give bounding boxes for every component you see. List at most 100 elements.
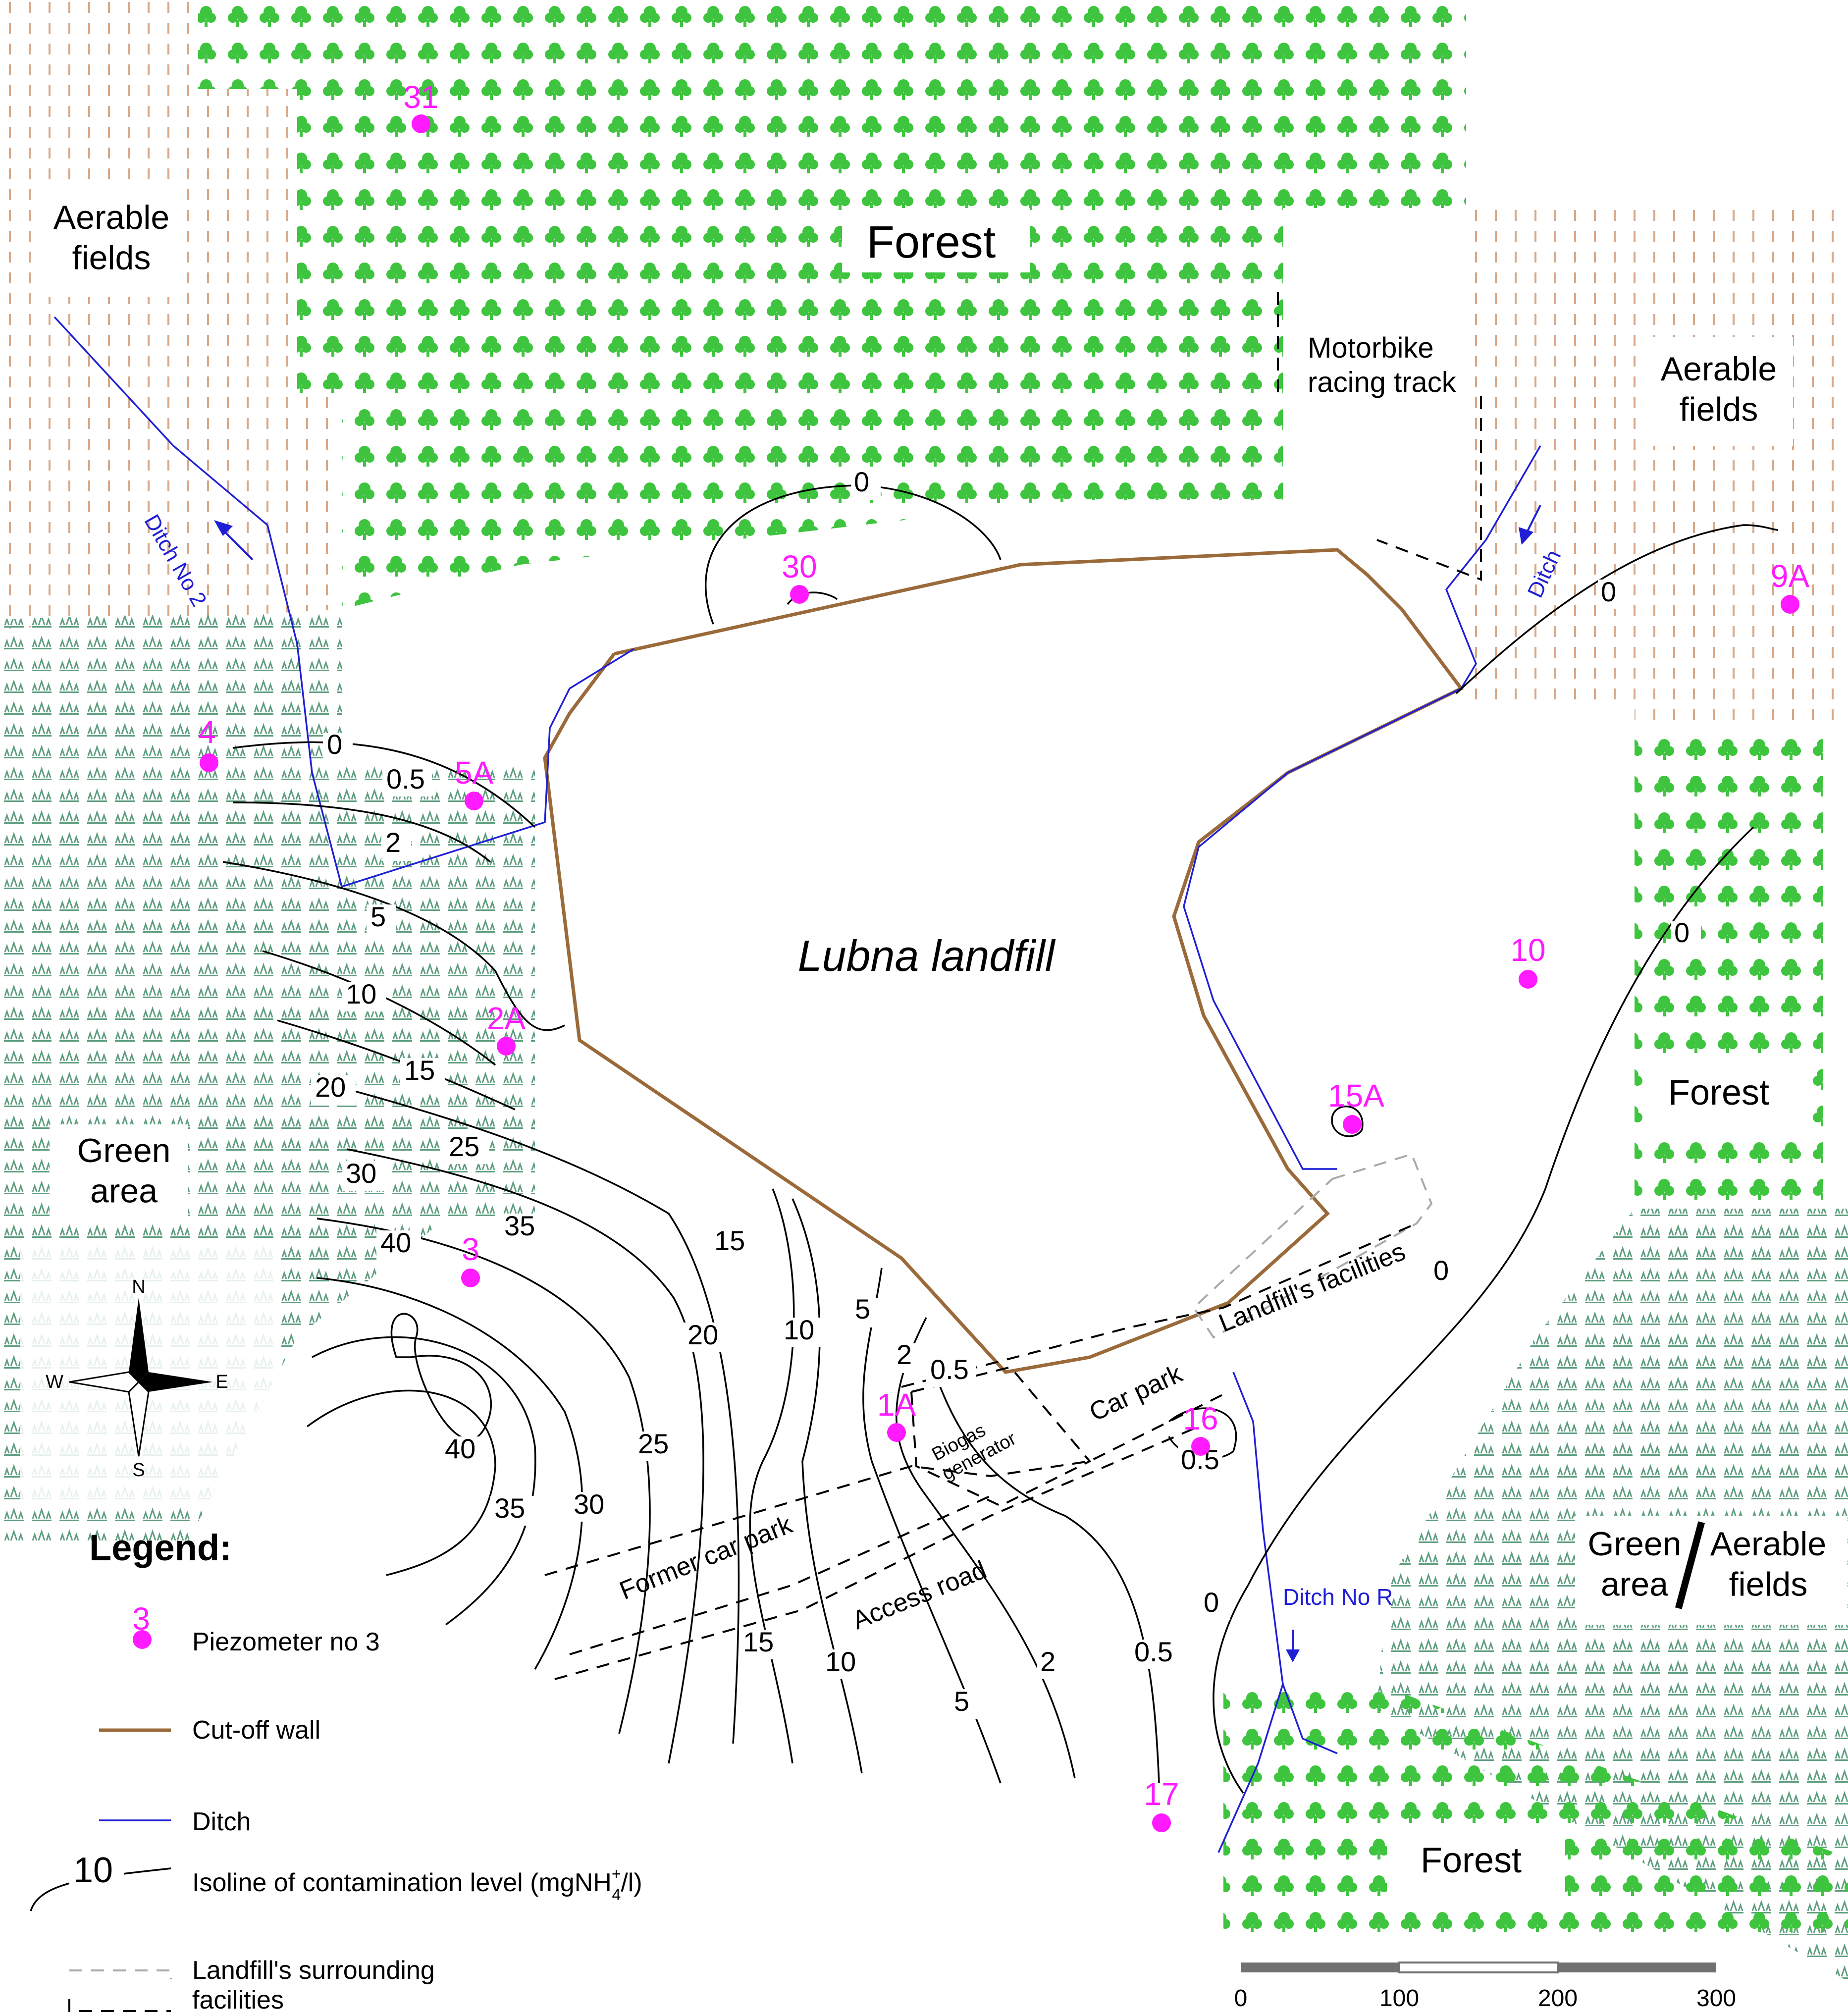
label-backgrounds — [20, 188, 1848, 1902]
isoline-around-15a — [1331, 1106, 1364, 1137]
surrounding-facilities — [544, 1153, 1433, 1680]
isoline-label: 2 — [897, 1339, 912, 1370]
access-road-label: Access road — [848, 1555, 991, 1635]
isoline-label: 0.5 — [930, 1354, 969, 1385]
piezometer-label: 4 — [198, 714, 216, 750]
ditch-east — [1183, 445, 1541, 1170]
forest-south-label: Forest — [1421, 1841, 1522, 1880]
compass-west-icon — [69, 1371, 140, 1393]
isoline-2-west — [222, 861, 565, 1031]
compass-n-label: N — [132, 1276, 145, 1297]
piezometer-label: 2A — [487, 1001, 526, 1036]
car-park-label: Car park — [1085, 1359, 1187, 1427]
piezometer-3[interactable] — [461, 1269, 480, 1287]
ditch-no-r — [1217, 1372, 1284, 1853]
isoline-label: 5 — [954, 1686, 969, 1717]
isoline-label: 10 — [346, 978, 376, 1009]
car-park-outline — [901, 1222, 1417, 1388]
piezometer-17[interactable] — [1152, 1813, 1171, 1832]
legend-facilities-label: Landfill's surrounding facilities — [192, 1956, 435, 2015]
forest-east-label: Forest — [1668, 1073, 1769, 1113]
isoline-label: 30 — [574, 1488, 604, 1520]
legend-isoline-label: Isoline of contamination level (mgNH+4/l… — [192, 1865, 642, 1904]
legend-facilities-icon-2 — [68, 1999, 171, 2012]
isoline-label: 40 — [445, 1433, 475, 1464]
isoline-label: 35 — [504, 1210, 535, 1241]
isoline-label: 0 — [1601, 576, 1616, 607]
piezometer-9a[interactable] — [1781, 595, 1799, 614]
legend-facilities-icon — [69, 1969, 172, 1979]
landfill-area — [545, 550, 1461, 1372]
piezometer-label: 31 — [403, 79, 438, 115]
legend-cutoff-label: Cut-off wall — [192, 1716, 320, 1745]
ditch-no-r-branch — [1282, 1684, 1338, 1754]
forest-area-east — [1635, 728, 1823, 1209]
isoline-label: 40 — [380, 1227, 411, 1258]
isoline-35 — [312, 1336, 536, 1626]
piezometer-1a[interactable] — [887, 1423, 906, 1442]
piezometer-10[interactable] — [1519, 970, 1537, 989]
flow-arrow-icon — [214, 520, 233, 536]
isoline-20 — [346, 1148, 704, 1764]
isoline-10-south — [792, 1198, 863, 1774]
scale-tick-200: 200 — [1538, 1985, 1578, 2012]
ditch-no-r-label: Ditch No R — [1283, 1584, 1393, 1610]
flow-arrow-icon — [1286, 1649, 1300, 1662]
scale-tick-0: 0 — [1234, 1985, 1248, 2012]
isoline-label: 0 — [327, 729, 342, 760]
landfill-title: Lubna landfill — [798, 931, 1056, 980]
isoline-0.5-west — [232, 801, 491, 863]
ditches — [53, 316, 1541, 1853]
isoline-label: 0 — [854, 466, 869, 497]
piezometer-label: 9A — [1771, 558, 1810, 594]
compass-east-icon — [139, 1372, 213, 1392]
piezometer-2a[interactable] — [497, 1037, 516, 1056]
isoline-30 — [317, 1277, 583, 1670]
motorbike-track-boundary-2 — [1376, 396, 1482, 581]
isoline-0-east — [1455, 524, 1779, 694]
scale-tick-100: 100 — [1379, 1985, 1419, 2012]
landfill-facilities-outline — [1192, 1153, 1433, 1339]
piezometer-16[interactable] — [1191, 1437, 1210, 1456]
isoline-label: 30 — [346, 1158, 376, 1189]
isoline-labels: 0 0.5 2 5 10 15 20 25 30 35 40 40 35 30 … — [311, 466, 1701, 1719]
aerable-area-ne — [1466, 208, 1848, 728]
isoline-label: 5 — [855, 1293, 870, 1325]
isoline-label: 0.5 — [1134, 1636, 1173, 1667]
piezometer-label: 5A — [455, 755, 494, 791]
isoline-0-north — [705, 484, 1002, 625]
forest-north-label: Forest — [867, 217, 996, 267]
isoline-label: 15 — [404, 1055, 435, 1086]
piezometer-label: 10 — [1510, 932, 1545, 968]
legend-piezometer-icon — [133, 1630, 152, 1649]
piezometer-31[interactable] — [412, 114, 430, 133]
legend-piezometer-label: Piezometer no 3 — [192, 1628, 380, 1656]
piezometer-15a[interactable] — [1343, 1115, 1362, 1134]
isoline-label: 35 — [494, 1492, 525, 1524]
isoline-0.5-south — [930, 1362, 1160, 1784]
scale-bar: 0 100 200 300 — [1234, 1962, 1736, 2012]
piezometer-4[interactable] — [200, 753, 218, 772]
compass-s-label: S — [132, 1460, 145, 1481]
isoline-label: 0 — [1433, 1255, 1449, 1286]
piezometer-30[interactable] — [790, 585, 809, 604]
piezometers: 31 30 4 5A 2A 3 1A 16 15A 10 9A 17 — [198, 79, 1809, 1832]
access-road-outline-2 — [569, 1495, 991, 1655]
isoline-label: 0 — [1674, 917, 1690, 948]
piezometer-label: 15A — [1328, 1078, 1384, 1114]
access-road-outline — [554, 1426, 1199, 1680]
piezometer-5a[interactable] — [465, 792, 483, 810]
piezometer-label: 3 — [462, 1231, 479, 1267]
scale-tick-300: 300 — [1696, 1985, 1736, 2012]
piezometer-label: 17 — [1144, 1776, 1179, 1812]
isoline-label: 0 — [1204, 1587, 1219, 1618]
isoline-label: 2 — [385, 827, 401, 858]
isoline-25 — [317, 1218, 651, 1734]
scale-bar-segment — [1398, 1962, 1559, 1973]
